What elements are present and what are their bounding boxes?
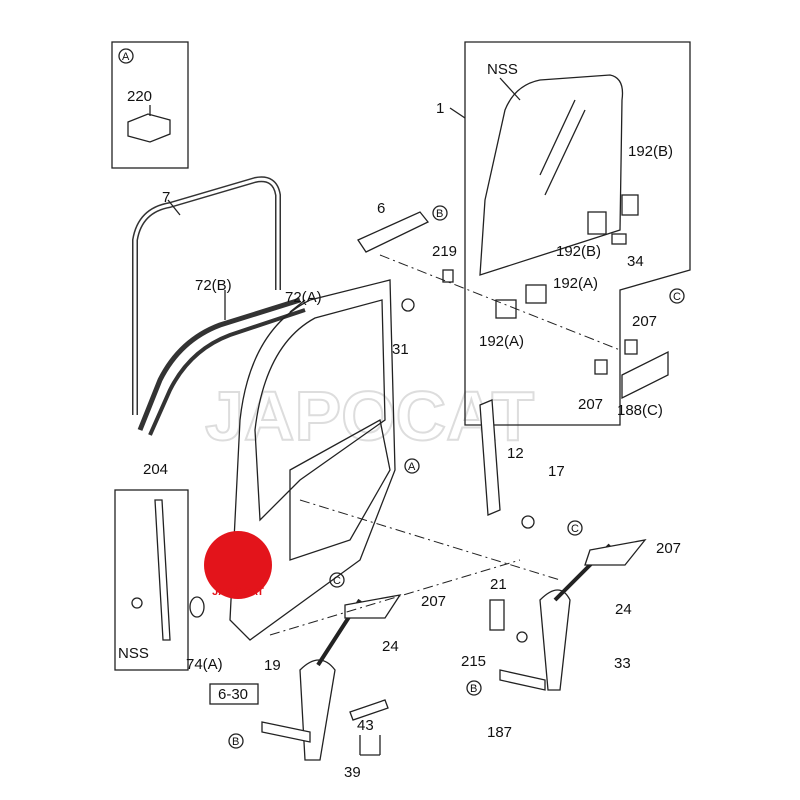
label-12: 12 <box>507 445 524 462</box>
grommet-31 <box>401 298 415 312</box>
arm-187 <box>499 669 546 691</box>
label-34: 34 <box>627 253 644 270</box>
label-6-30: 6-30 <box>218 686 248 703</box>
label-24-1: 24 <box>615 601 632 618</box>
label-24-2: 24 <box>382 638 399 655</box>
regulator-187 <box>539 589 571 691</box>
label-188c: 188(C) <box>617 402 663 419</box>
label-220: 220 <box>127 88 152 105</box>
inset-nss-box <box>114 489 189 671</box>
arm-19 <box>261 721 311 743</box>
label-1: 1 <box>436 100 444 117</box>
handle-43 <box>349 699 389 721</box>
label-72a: 72(A) <box>285 289 322 306</box>
label-219: 219 <box>432 243 457 260</box>
door-glass <box>479 74 624 276</box>
bracket-192b-1 <box>621 194 639 216</box>
ref-b-2: B <box>470 683 477 695</box>
label-207-4: 207 <box>421 593 446 610</box>
label-43: 43 <box>357 717 374 734</box>
ref-c-1: C <box>673 291 681 303</box>
label-c-2-plate <box>584 539 647 566</box>
clip-nss <box>131 597 143 609</box>
clip-219 <box>442 269 454 283</box>
ref-c-3: C <box>333 575 341 587</box>
bracket-192b-2 <box>587 211 607 235</box>
label-207-2: 207 <box>578 396 603 413</box>
channel-12 <box>479 399 501 516</box>
label-39: 39 <box>344 764 361 781</box>
label-192a-1: 192(A) <box>553 275 598 292</box>
bolt-17 <box>521 515 535 529</box>
glass-label-nss: NSS <box>487 61 518 78</box>
label-74a: 74(A) <box>186 656 223 673</box>
bracket-192a-2 <box>495 299 517 319</box>
inset-a-box: A 220 <box>111 41 189 169</box>
ref-b-3: B <box>232 736 239 748</box>
door-panel: A <box>229 279 420 641</box>
label-17: 17 <box>548 463 565 480</box>
label-207-1: 207 <box>632 313 657 330</box>
label-19: 19 <box>264 657 281 674</box>
label-215: 215 <box>461 653 486 670</box>
inset-a-ref: A <box>122 51 130 63</box>
label-7: 7 <box>162 189 170 206</box>
label-192b-2: 192(B) <box>556 243 601 260</box>
label-31: 31 <box>392 341 409 358</box>
bolt-207-2 <box>594 359 608 375</box>
label-33: 33 <box>614 655 631 672</box>
bolt-207-1 <box>624 339 638 355</box>
guide-6 <box>357 211 430 253</box>
label-207-3: 207 <box>656 540 681 557</box>
ref-a-2: A <box>408 461 416 473</box>
label-204: 204 <box>143 461 168 478</box>
label-192a-2: 192(A) <box>479 333 524 350</box>
ref-b-1: B <box>436 208 443 220</box>
plug-74a <box>189 596 205 618</box>
label-nss: NSS <box>118 645 149 662</box>
bracket-192a-1 <box>525 284 547 304</box>
glass-box: NSS 1 <box>436 41 691 426</box>
ref-c-2: C <box>571 523 579 535</box>
label-6: 6 <box>377 200 385 217</box>
label-187: 187 <box>487 724 512 741</box>
watermark: JAPOCAT <box>205 377 534 455</box>
label-192b-1: 192(B) <box>628 143 673 160</box>
regulator-19 <box>299 659 336 761</box>
label-188c-part <box>621 350 669 400</box>
seal-204 <box>154 499 171 641</box>
label-21: 21 <box>490 576 507 593</box>
logo-text: JAPOCAT <box>212 586 264 598</box>
label-c-3-plate <box>344 594 402 619</box>
clip-220-icon <box>127 113 171 143</box>
label-72b: 72(B) <box>195 277 232 294</box>
weatherstrip-7 <box>132 176 306 436</box>
japocat-logo: JAPOCAT <box>204 531 272 599</box>
ref-6-30-box <box>209 683 259 705</box>
clip-34 <box>611 233 627 245</box>
motor-21 <box>489 599 505 631</box>
